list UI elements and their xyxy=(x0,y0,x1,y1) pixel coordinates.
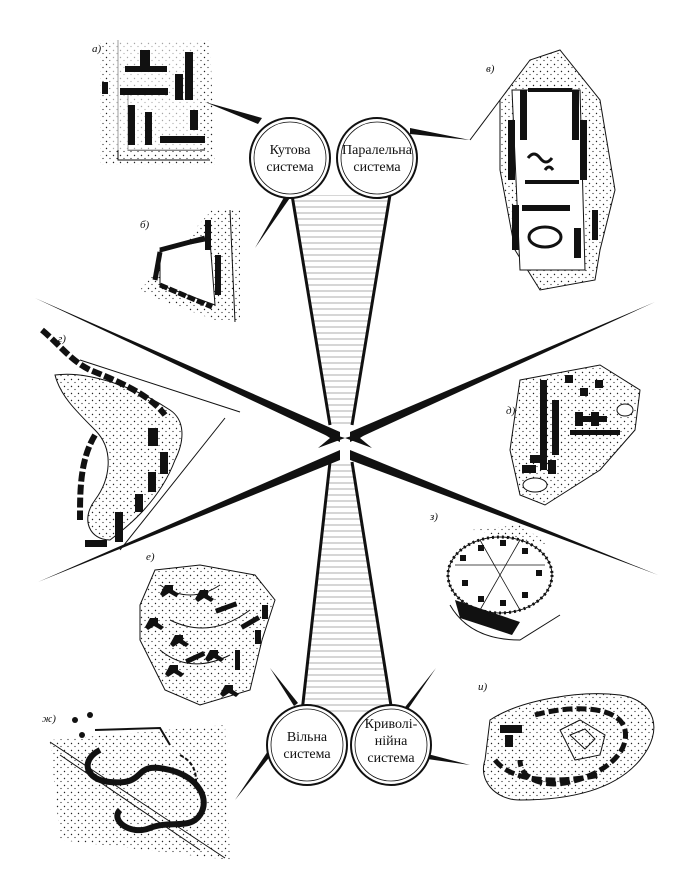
circle-parallel-system: Паралельна система xyxy=(336,117,418,199)
plan-zh-letter: ж) xyxy=(42,713,56,725)
free-system-line-1: Вільна xyxy=(287,730,328,745)
curvilinear-system-line-2: нійна xyxy=(375,734,408,749)
parallel-system-line-2: система xyxy=(353,160,401,175)
plan-z-letter: з) xyxy=(429,511,438,523)
parallel-system-line-1: Паралельна xyxy=(342,143,413,158)
circle-free-system: Вільна система xyxy=(266,704,348,786)
plan-g: г) xyxy=(40,327,241,551)
lower-funnel xyxy=(300,461,394,713)
plan-a: а) xyxy=(92,40,215,165)
x-divider xyxy=(35,298,658,582)
plan-b: б) xyxy=(140,209,240,323)
plan-v: в) xyxy=(469,49,616,291)
curvilinear-system-line-3: система xyxy=(367,751,415,766)
plan-z: з) xyxy=(429,511,561,641)
plan-i-letter: и) xyxy=(478,681,488,693)
plan-b-letter: б) xyxy=(140,219,150,231)
pointer-lines xyxy=(205,102,470,800)
plan-i: и) xyxy=(478,681,655,801)
corner-system-line-2: система xyxy=(266,160,314,175)
plan-a-letter: а) xyxy=(92,43,102,55)
circle-curvilinear-system: Криволі- нійна система xyxy=(350,704,432,786)
free-system-line-2: система xyxy=(283,747,331,762)
plan-g-letter: г) xyxy=(58,333,66,345)
plan-d: д) xyxy=(506,364,641,506)
plan-d-letter: д) xyxy=(506,405,516,417)
curvilinear-system-line-1: Криволі- xyxy=(365,717,418,732)
plan-e: е) xyxy=(139,551,276,706)
plan-v-letter: в) xyxy=(486,63,495,75)
corner-system-line-1: Кутова xyxy=(270,143,312,158)
plan-e-letter: е) xyxy=(146,551,155,563)
plan-zh: ж) xyxy=(42,712,230,860)
circle-corner-system: Кутова система xyxy=(249,117,331,199)
upper-funnel xyxy=(290,194,392,426)
